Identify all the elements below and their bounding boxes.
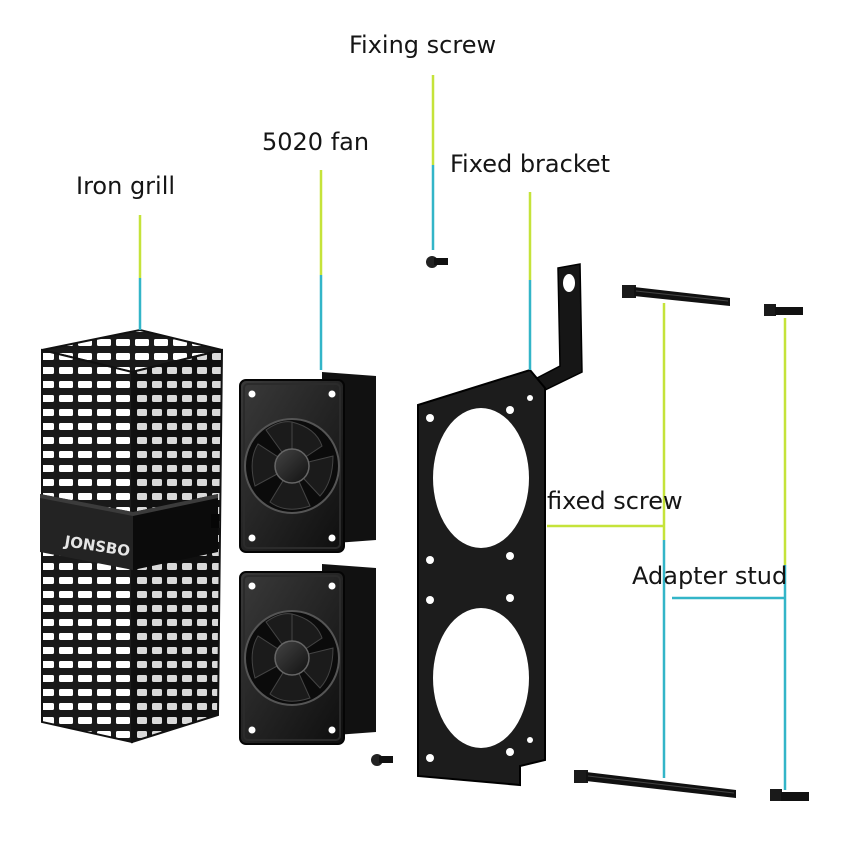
iron-grill: JONSBO: [40, 328, 224, 744]
label-iron-grill: Iron grill: [76, 172, 176, 200]
fan-top: [239, 372, 376, 553]
adapter-stud-bottom: [770, 789, 809, 801]
fixing-screw-top: [426, 256, 448, 268]
label-fixed-screw: fixed screw: [547, 487, 683, 515]
fan-bottom: [239, 564, 376, 745]
label-adapter-stud: Adapter stud: [632, 562, 788, 590]
label-5020-fan: 5020 fan: [262, 128, 370, 156]
fixed-screw-long-top: [622, 285, 730, 306]
fixed-screw-long-bottom: [574, 770, 736, 798]
label-fixed-bracket: Fixed bracket: [450, 150, 611, 178]
fixing-screw-bottom: [371, 754, 393, 766]
adapter-stud-top: [764, 304, 803, 316]
leader-lines: [138, 75, 787, 790]
fixed-bracket: [417, 263, 583, 787]
label-fixing-screw: Fixing screw: [349, 31, 497, 59]
